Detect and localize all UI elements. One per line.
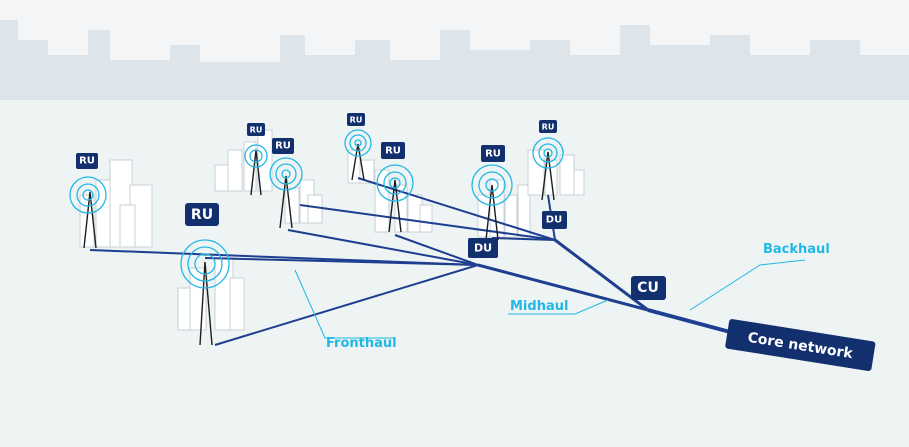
svg-text:RU: RU bbox=[250, 126, 263, 135]
ru-tag-g: RU bbox=[481, 145, 505, 162]
svg-text:RU: RU bbox=[385, 146, 401, 157]
svg-text:RU: RU bbox=[485, 149, 501, 160]
link-ru-e-du bbox=[394, 234, 479, 266]
ru-tag-e: RU bbox=[347, 113, 365, 126]
link-ru-h-du bbox=[491, 237, 556, 241]
ru-tag-f: RU bbox=[381, 142, 405, 159]
cu-tag: CU bbox=[631, 276, 666, 300]
svg-text:CU: CU bbox=[637, 280, 659, 296]
building-cluster-right bbox=[477, 149, 585, 238]
link-ru-d-du bbox=[287, 229, 479, 266]
ground-plane bbox=[0, 100, 909, 447]
du-tag-a: DU bbox=[468, 238, 498, 258]
du-tag-b: DU bbox=[542, 211, 567, 229]
svg-text:RU: RU bbox=[79, 156, 95, 167]
building-cluster-left bbox=[79, 159, 153, 248]
svg-text:RU: RU bbox=[542, 123, 555, 132]
ru-tag-d: RU bbox=[247, 123, 265, 136]
link-ru-b-du bbox=[204, 257, 479, 266]
link-ru-g-du bbox=[357, 177, 556, 241]
antenna-rings bbox=[69, 129, 564, 289]
ru-tag-a: RU bbox=[76, 153, 98, 169]
ru-tag-h: RU bbox=[539, 120, 557, 133]
link-ru-f-du bbox=[299, 204, 556, 241]
ru-tag-c: RU bbox=[272, 138, 294, 154]
callout-lines bbox=[294, 259, 806, 339]
antennas bbox=[83, 143, 555, 346]
backhaul-label: Backhaul bbox=[763, 242, 830, 257]
svg-text:RU: RU bbox=[191, 207, 213, 223]
background-skyline bbox=[0, 20, 909, 100]
fronthaul-links bbox=[89, 177, 556, 346]
link-ru-c-du bbox=[214, 264, 479, 346]
svg-text:RU: RU bbox=[275, 141, 291, 152]
building-cluster-front bbox=[177, 257, 245, 331]
fronthaul-label: Fronthaul bbox=[326, 336, 397, 351]
svg-text:RU: RU bbox=[350, 116, 363, 125]
ru-tag-b: RU bbox=[185, 203, 219, 226]
svg-text:DU: DU bbox=[474, 242, 492, 255]
midhaul-label: Midhaul bbox=[510, 299, 568, 314]
building-cluster-middle bbox=[214, 129, 323, 224]
svg-text:DU: DU bbox=[546, 215, 562, 226]
